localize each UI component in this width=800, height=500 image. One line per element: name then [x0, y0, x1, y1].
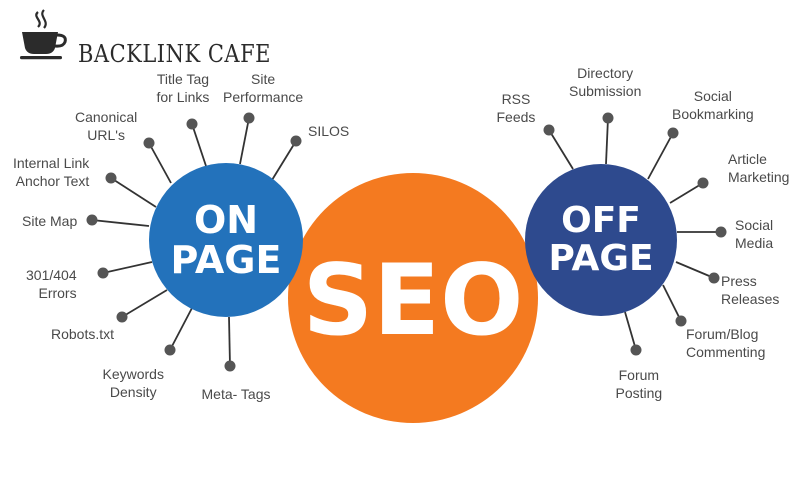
spoke-label-line: Posting: [615, 385, 663, 401]
spoke-label-line: Robots.txt: [51, 326, 115, 342]
spoke-dot: [543, 124, 555, 136]
spoke-line: [662, 284, 682, 322]
spoke-label-line: Errors: [38, 285, 77, 301]
spoke-line: [271, 140, 297, 181]
spoke-label: Title Tag for Links: [157, 70, 210, 106]
spoke-line: [647, 132, 674, 180]
spoke-label: SILOS: [308, 122, 349, 140]
spoke-line: [675, 261, 715, 279]
spoke-label-line: Commenting: [686, 344, 766, 360]
spoke-dot: [290, 135, 302, 147]
spoke-dot: [143, 137, 155, 149]
coffee-cup-icon: [20, 9, 67, 60]
spoke-label-line: Releases: [721, 291, 780, 307]
spoke-label-line: Submission: [569, 83, 642, 99]
spoke-label-line: RSS: [501, 91, 531, 107]
spoke-label-line: SILOS: [308, 123, 350, 139]
spoke-line: [228, 316, 231, 367]
spoke-label: RSS Feeds: [497, 90, 536, 126]
spoke-line: [605, 117, 609, 165]
spoke-label: Site Map: [22, 212, 77, 230]
spoke-label-line: Meta- Tags: [201, 386, 271, 402]
spoke-line: [148, 142, 172, 184]
spoke-line: [191, 123, 207, 167]
spoke-label-line: Article: [728, 151, 767, 167]
seo-circle: [288, 173, 538, 423]
spoke-label: Meta- Tags: [202, 385, 271, 403]
spoke-label-line: Anchor Text: [15, 173, 90, 189]
spoke-dot: [630, 344, 642, 356]
spoke-dot: [243, 112, 255, 124]
seo-label: SEO: [303, 244, 524, 358]
spoke-dot: [697, 177, 709, 189]
spoke-label-line: Marketing: [728, 169, 790, 185]
on-page-label-line2: PAGE: [171, 238, 282, 282]
spoke-line: [548, 129, 574, 170]
spoke-label-line: 301/404: [26, 267, 77, 283]
on-page-circle: [149, 163, 303, 317]
spoke-label-line: URL's: [87, 127, 125, 143]
spoke-label-line: Forum: [618, 367, 660, 383]
brand-logo: BACKLINK CAFE: [18, 8, 270, 68]
spoke-label-line: Press: [721, 273, 757, 289]
spoke-line: [624, 311, 637, 351]
spoke-dot: [97, 267, 109, 279]
spoke-line: [239, 117, 250, 165]
spoke-line: [121, 289, 168, 318]
spoke-dot: [116, 311, 128, 323]
spoke-dot: [186, 118, 198, 130]
spoke-line: [169, 307, 193, 351]
spoke-label-line: Site Map: [22, 213, 78, 229]
spoke-dot: [224, 360, 236, 372]
spoke-label: Robots.txt: [51, 325, 114, 343]
spoke-line: [669, 182, 704, 204]
spoke-label-line: Forum/Blog: [686, 326, 759, 342]
spoke-line: [102, 261, 153, 274]
spoke-dot: [164, 344, 176, 356]
off-page-label-line2: PAGE: [548, 238, 653, 279]
off-page-circle: [525, 164, 677, 316]
spoke-label-line: Social: [693, 88, 732, 104]
spoke-label-line: Media: [735, 235, 774, 251]
spoke-dot: [708, 272, 720, 284]
spoke-label-line: Title Tag: [156, 71, 210, 87]
on-page-label-line1: ON: [194, 198, 258, 242]
spoke-dot: [667, 127, 679, 139]
spoke-line: [110, 177, 157, 208]
spoke-dot: [105, 172, 117, 184]
off-page-spokes: [543, 112, 727, 356]
spoke-dot: [675, 315, 687, 327]
spoke-label-line: Directory: [577, 65, 634, 81]
spoke-label-line: Bookmarking: [672, 106, 754, 122]
spoke-label-line: for Links: [156, 89, 210, 105]
spoke-label-line: Feeds: [496, 109, 536, 125]
spoke-label-line: Performance: [223, 89, 304, 105]
spoke-label-line: Keywords: [102, 366, 164, 382]
spoke-dot: [602, 112, 614, 124]
spoke-dot: [86, 214, 98, 226]
spoke-line: [91, 219, 150, 227]
brand-name: BACKLINK CAFE: [78, 40, 271, 68]
off-page-label-line1: OFF: [561, 200, 641, 241]
spoke-label-line: Social: [735, 217, 774, 233]
spoke-label-line: Density: [109, 384, 157, 400]
on-page-spokes: [86, 112, 302, 372]
spoke-label-line: Internal Link: [13, 155, 90, 171]
spoke-dot: [715, 226, 727, 238]
spoke-label-line: Canonical: [75, 109, 138, 125]
spoke-label-line: Site: [251, 71, 276, 87]
